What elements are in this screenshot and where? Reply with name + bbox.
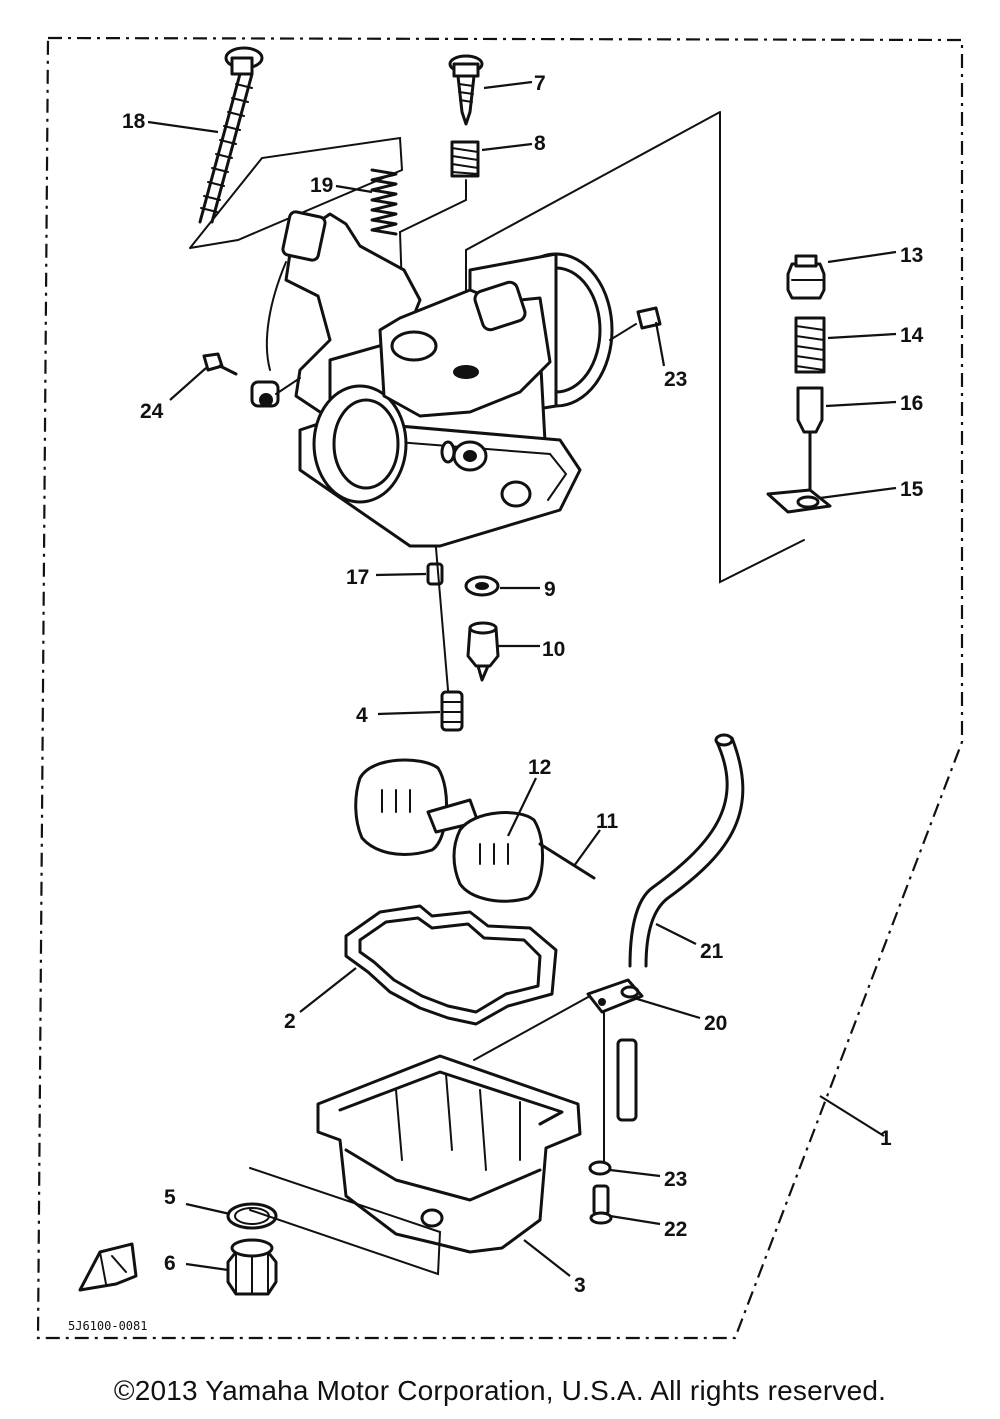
carburetor-exploded-diagram: 1 2 3 4 5 6 7 8 9 10 11 12 13 14 15 16 1…	[36, 36, 964, 1340]
part-4-main-jet	[440, 690, 464, 732]
part-18-adjuster-screw	[198, 46, 264, 224]
callout-9: 9	[544, 578, 556, 601]
part-9-washer	[464, 575, 500, 597]
leader-lines	[147, 80, 897, 1277]
part-2-gasket	[344, 904, 558, 1026]
callout-10: 10	[542, 638, 565, 661]
callout-19: 19	[310, 174, 333, 197]
callout-5: 5	[164, 1186, 176, 1209]
part-15-clip-plate	[766, 488, 832, 514]
part-12-float	[354, 758, 545, 903]
guide-line-18	[189, 136, 404, 249]
part-22-screw	[589, 1184, 613, 1225]
part-24-screw	[202, 352, 238, 376]
part-16-needle-holder	[796, 386, 824, 492]
part-3-float-bowl	[316, 1054, 582, 1254]
callout-11: 11	[596, 810, 619, 833]
callout-14: 14	[900, 324, 924, 347]
callout-3: 3	[574, 1274, 586, 1297]
callout-7: 7	[534, 72, 546, 95]
callout-12: 12	[528, 756, 551, 779]
callout-6: 6	[164, 1252, 176, 1275]
part-8-spring	[450, 140, 480, 178]
copyright-notice: ©2013 Yamaha Motor Corporation, U.S.A. A…	[113, 1375, 887, 1406]
part-14-spring	[794, 316, 826, 374]
part-10-needle-seat	[466, 621, 500, 682]
callout-2: 2	[284, 1010, 296, 1033]
part-19-spring	[370, 168, 398, 236]
callout-24: 24	[140, 400, 164, 423]
part-23-washer	[588, 1160, 612, 1176]
drawing-code: 5J6100-0081	[68, 1319, 147, 1333]
callout-18: 18	[122, 110, 146, 133]
callout-21: 21	[700, 940, 724, 963]
callout-4: 4	[356, 704, 368, 727]
callout-1: 1	[880, 1127, 892, 1150]
part-7-screw	[448, 54, 484, 126]
part-21-hose	[628, 733, 745, 968]
guide-line-bowl	[473, 995, 591, 1061]
part-6-drain-plug	[226, 1238, 278, 1296]
callout-20: 20	[704, 1012, 727, 1035]
callout-16: 16	[900, 392, 923, 415]
part-17-screw	[426, 562, 444, 586]
callout-23-lower: 23	[664, 1168, 687, 1191]
part-11-float-pin	[538, 842, 596, 880]
part-13-cap	[786, 254, 826, 300]
guide-line-7-8	[398, 179, 467, 291]
callout-23-upper: 23	[664, 368, 687, 391]
guide-line-5-6	[249, 1167, 442, 1276]
part-25-plug	[609, 306, 662, 341]
callout-22: 22	[664, 1218, 687, 1241]
front-arrow-icon	[78, 1242, 138, 1292]
callout-17: 17	[346, 566, 369, 589]
callout-15: 15	[900, 478, 924, 501]
carburetor-body	[250, 210, 614, 548]
part-20-bracket	[586, 978, 644, 1122]
guide-line-jets	[435, 547, 449, 691]
assembly-boundary	[36, 36, 964, 1340]
callout-8: 8	[534, 132, 546, 155]
callout-13: 13	[900, 244, 923, 267]
